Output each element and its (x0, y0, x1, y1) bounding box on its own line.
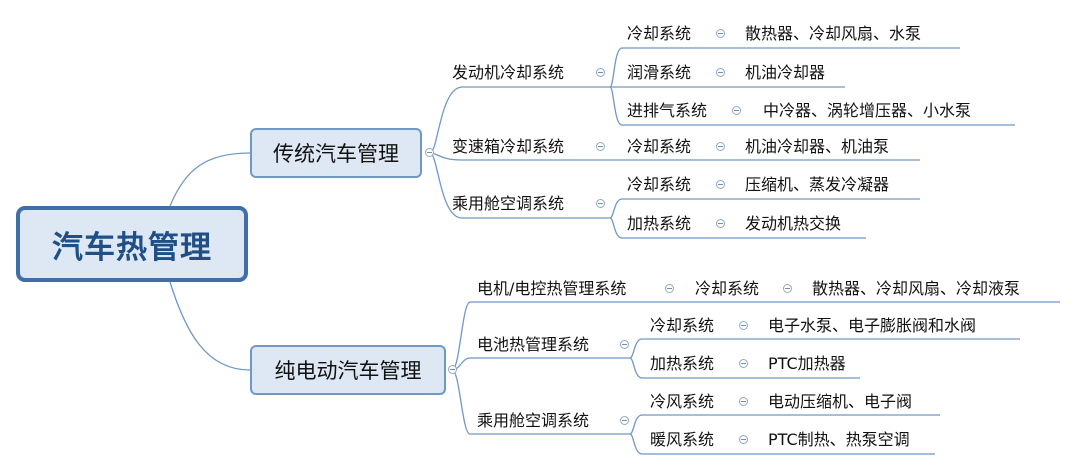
node-cooling-system[interactable]: 冷却系统 (627, 175, 692, 194)
branch-electric[interactable]: 纯电动汽车管理 (250, 345, 446, 395)
detail-text: 散热器、冷却风扇、冷却液泵 (812, 279, 1021, 298)
collapse-icon[interactable] (448, 365, 457, 374)
collapse-icon[interactable] (665, 284, 674, 293)
node-cooling-system[interactable]: 冷却系统 (627, 24, 692, 43)
collapse-icon[interactable] (739, 321, 748, 330)
detail-text: 机油冷却器、机油泵 (745, 137, 890, 156)
detail-text: 发动机热交换 (745, 214, 842, 233)
collapse-icon[interactable] (739, 359, 748, 368)
detail-text: 压缩机、蒸发冷凝器 (745, 175, 890, 194)
node-cabin-ac[interactable]: 乘用舱空调系统 (477, 411, 590, 430)
detail-text: 机油冷却器 (745, 63, 826, 82)
collapse-icon[interactable] (596, 142, 605, 151)
node-cooling-system[interactable]: 冷却系统 (627, 137, 692, 156)
detail-text: PTC加热器 (768, 354, 846, 373)
detail-text: 散热器、冷却风扇、水泵 (745, 24, 922, 43)
branch-electric-label: 纯电动汽车管理 (274, 359, 422, 383)
node-cooling-system[interactable]: 冷却系统 (650, 316, 715, 335)
detail-text: PTC制热、热泵空调 (768, 430, 910, 449)
collapse-icon[interactable] (716, 142, 725, 151)
collapse-icon[interactable] (739, 397, 748, 406)
collapse-icon[interactable] (716, 180, 725, 189)
collapse-icon[interactable] (620, 416, 629, 425)
node-motor-control-thermal[interactable]: 电机/电控热管理系统 (477, 279, 627, 298)
collapse-icon[interactable] (739, 435, 748, 444)
collapse-icon[interactable] (596, 68, 605, 77)
detail-text: 中冷器、涡轮增压器、小水泵 (763, 101, 972, 120)
node-cold-air-system[interactable]: 冷风系统 (650, 392, 715, 411)
branch-traditional-label: 传统汽车管理 (273, 142, 399, 166)
collapse-icon[interactable] (620, 340, 629, 349)
detail-text: 电子水泵、电子膨胀阀和水阀 (768, 316, 977, 335)
node-warm-air-system[interactable]: 暖风系统 (650, 430, 715, 449)
node-heating-system[interactable]: 加热系统 (650, 354, 715, 373)
collapse-icon[interactable] (716, 219, 725, 228)
collapse-icon[interactable] (732, 106, 741, 115)
node-heating-system[interactable]: 加热系统 (627, 214, 692, 233)
node-intake-exhaust-system[interactable]: 进排气系统 (627, 101, 708, 120)
collapse-icon[interactable] (716, 29, 725, 38)
node-gearbox-cooling[interactable]: 变速箱冷却系统 (452, 137, 565, 156)
node-cabin-ac[interactable]: 乘用舱空调系统 (452, 194, 565, 213)
collapse-icon[interactable] (596, 199, 605, 208)
collapse-icon[interactable] (425, 148, 434, 157)
node-engine-cooling[interactable]: 发动机冷却系统 (452, 63, 565, 82)
collapse-icon[interactable] (783, 284, 792, 293)
detail-text: 电动压缩机、电子阀 (768, 392, 913, 411)
branch-traditional[interactable]: 传统汽车管理 (250, 128, 422, 178)
node-cooling-system[interactable]: 冷却系统 (695, 279, 760, 298)
collapse-icon[interactable] (716, 68, 725, 77)
root-node[interactable]: 汽车热管理 (16, 206, 248, 282)
root-label: 汽车热管理 (52, 229, 212, 266)
node-lubrication-system[interactable]: 润滑系统 (627, 63, 692, 82)
node-battery-thermal[interactable]: 电池热管理系统 (477, 335, 590, 354)
